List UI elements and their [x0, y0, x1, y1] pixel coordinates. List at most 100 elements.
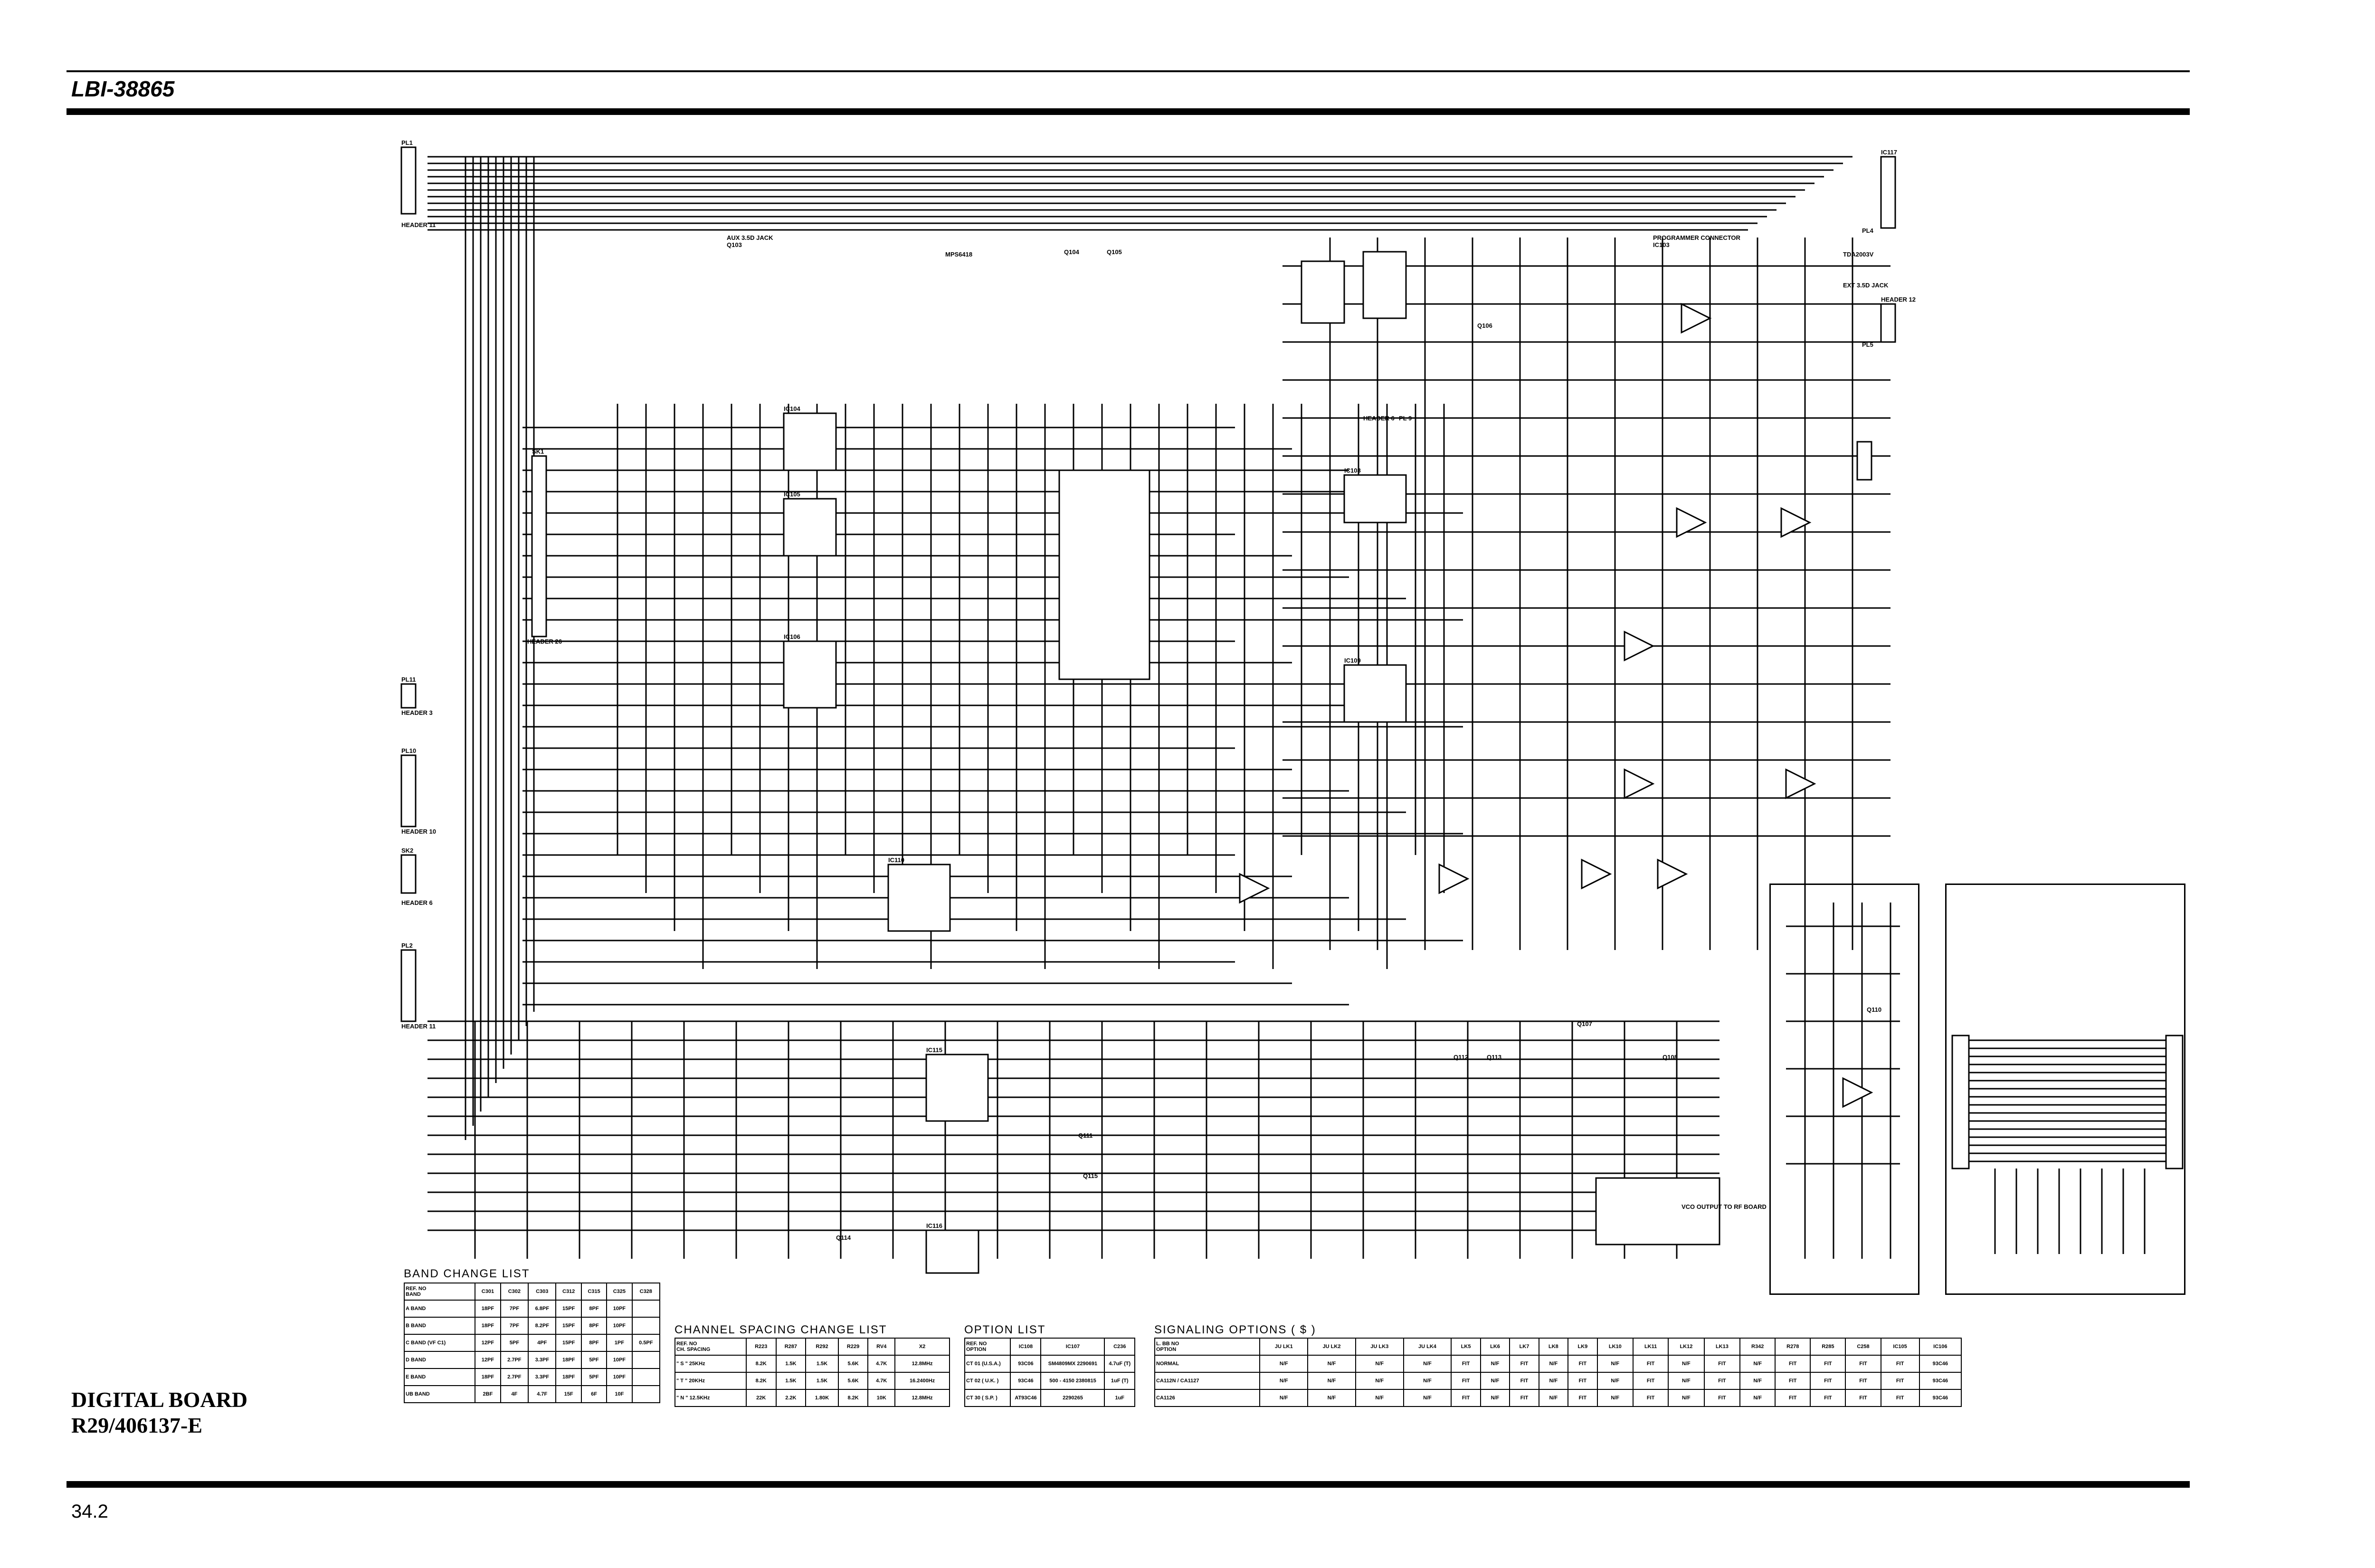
table-cell: FIT: [1703, 1355, 1741, 1373]
table-cell: 2BF: [475, 1385, 501, 1403]
row-label: CA112N / CA1127: [1154, 1372, 1261, 1390]
table-cell: N/F: [1307, 1389, 1356, 1407]
table-cell: 2.7PF: [500, 1351, 529, 1369]
page-number: 34.2: [71, 1501, 108, 1522]
bottom-thick-rule: [66, 1481, 2190, 1488]
schematic-label: IC117: [1881, 149, 1897, 156]
table-cell: 5PF: [500, 1334, 529, 1352]
table-cell: 93C46: [1919, 1389, 1962, 1407]
table-cell: FIT: [1845, 1389, 1881, 1407]
table-column-header: JU LK3: [1355, 1338, 1404, 1356]
op-amp-symbol: [1780, 507, 1812, 538]
table-cell: [631, 1385, 661, 1403]
table-cell: 8.2K: [837, 1389, 869, 1407]
table-cell: [631, 1317, 661, 1335]
table-cell: N/F: [1739, 1372, 1776, 1390]
op-amp-symbol: [1657, 858, 1688, 890]
table-cell: 22K: [745, 1389, 777, 1407]
table-cell: N/F: [1307, 1372, 1356, 1390]
schematic-label: IC116: [926, 1222, 942, 1229]
table-cell: N/F: [1596, 1389, 1634, 1407]
table-cell: 4PF: [528, 1334, 557, 1352]
op-amp-symbol: [1581, 858, 1612, 890]
table-cell: N/F: [1596, 1372, 1634, 1390]
table-column-header: C328: [631, 1283, 661, 1301]
ic115: [925, 1054, 989, 1122]
table-cell: 2290265: [1040, 1389, 1105, 1407]
option-list-title: OPTION LIST: [964, 1323, 1046, 1336]
table-cell: 93C46: [1010, 1372, 1042, 1390]
table-cell: 93C46: [1919, 1372, 1962, 1390]
table-cell: 4.7uF (T): [1104, 1355, 1135, 1373]
table-cell: FIT: [1568, 1372, 1598, 1390]
table-column-header: LK5: [1451, 1338, 1481, 1356]
schematic-label: Q103: [727, 241, 742, 248]
table-cell: 8.2K: [745, 1372, 777, 1390]
ic110: [887, 864, 951, 932]
schematic-label: EXT 3.5D JACK: [1843, 282, 1889, 289]
row-label: NORMAL: [1154, 1355, 1261, 1373]
table-cell: FIT: [1775, 1389, 1811, 1407]
schematic-label: Q106: [1477, 322, 1492, 329]
schematic-label: IC115: [926, 1046, 942, 1054]
table-cell: 8PF: [580, 1317, 608, 1335]
schematic-label: IC105: [784, 491, 800, 498]
table-cell: FIT: [1810, 1372, 1846, 1390]
table-cell: FIT: [1451, 1355, 1481, 1373]
table-cell: 3.3PF: [528, 1368, 557, 1386]
table-cell: N/F: [1307, 1355, 1356, 1373]
schematic-label: TDA2003V: [1843, 251, 1874, 258]
row-label: B BAND: [403, 1317, 476, 1335]
inset-panel-right: [1945, 884, 2185, 1295]
table-cell: 18PF: [475, 1317, 501, 1335]
table-cell: FIT: [1880, 1389, 1920, 1407]
schematic-label: PL4: [1862, 227, 1874, 234]
table-column-header: R285: [1810, 1338, 1846, 1356]
table-cell: 18PF: [475, 1368, 501, 1386]
table-cell: FIT: [1568, 1389, 1598, 1407]
row-label: CT 01 (U.S.A.): [964, 1355, 1011, 1373]
table-cell: N/F: [1259, 1372, 1309, 1390]
table-column-header: LK10: [1596, 1338, 1634, 1356]
table-cell: N/F: [1668, 1355, 1705, 1373]
schematic-label: Q108: [1662, 1054, 1678, 1061]
ic106: [783, 640, 837, 709]
table-cell: 6F: [580, 1385, 608, 1403]
table-cell: FIT: [1633, 1389, 1669, 1407]
schematic-label: IC106: [784, 633, 800, 640]
inset-panel-left: [1769, 884, 1919, 1295]
schematic-label: HEADER 3: [401, 709, 433, 716]
row-label: D BAND: [403, 1351, 476, 1369]
ic117: [925, 1229, 979, 1274]
table-cell: FIT: [1509, 1389, 1539, 1407]
table-cell: 1.5K: [805, 1372, 839, 1390]
table-cell: 3.3PF: [528, 1351, 557, 1369]
ic105: [783, 498, 837, 557]
schematic-label: SK2: [401, 847, 413, 854]
table-cell: 8.2K: [745, 1355, 777, 1373]
table-cell: 4.7K: [867, 1372, 896, 1390]
table-cell: 18PF: [555, 1351, 582, 1369]
table-column-header: JU LK1: [1259, 1338, 1309, 1356]
table-cell: 2.2K: [775, 1389, 807, 1407]
table-cell: 1.5K: [775, 1372, 807, 1390]
connector-pl1: [400, 146, 417, 215]
op-amp-symbol: [1785, 768, 1816, 799]
table-cell: 5PF: [580, 1368, 608, 1386]
table-cell: FIT: [1845, 1372, 1881, 1390]
table-column-header: LK7: [1509, 1338, 1539, 1356]
row-label: A BAND: [403, 1300, 476, 1318]
connector-pl5: [1880, 303, 1896, 343]
table-column-header: C302: [500, 1283, 529, 1301]
table-cell: 15PF: [555, 1300, 582, 1318]
schematic-label: IC110: [888, 856, 904, 864]
